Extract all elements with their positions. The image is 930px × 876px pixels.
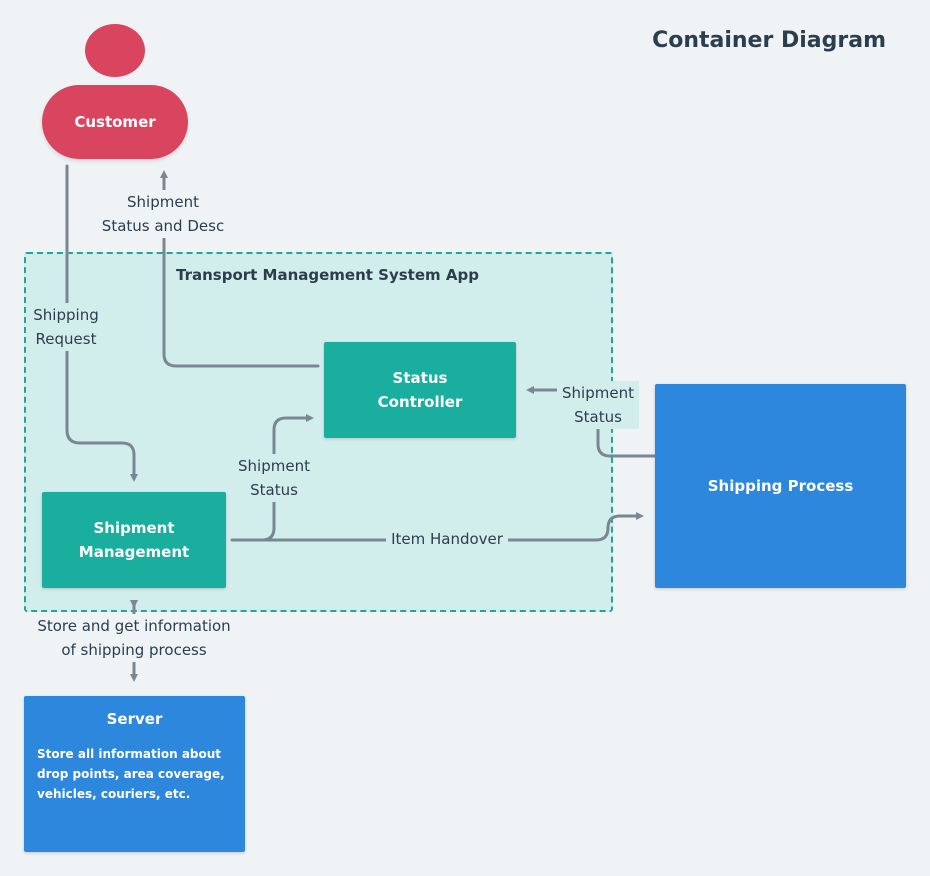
edge-label-shipping-to-status: Shipment Status — [557, 381, 639, 429]
edge-label-mgmt-to-status: Shipment Status — [232, 454, 316, 502]
shipping-process-node[interactable]: Shipping Process — [655, 384, 906, 588]
edge-shipping-to-status-controller — [526, 386, 657, 458]
diagram-title: Container Diagram — [652, 28, 886, 53]
edge-customer-to-shipment-management — [65, 164, 138, 482]
shipment-management-label: Shipment Management — [78, 519, 190, 561]
server-description: Store all information about drop points,… — [37, 747, 225, 801]
shipment-management-node[interactable]: Shipment Management — [42, 492, 226, 588]
status-controller-label: Status Controller — [377, 369, 463, 411]
edge-status-to-customer — [160, 170, 320, 368]
server-title: Server — [106, 710, 163, 728]
edge-label-status-to-customer: Shipment Status and Desc — [96, 190, 230, 238]
shipping-process-label: Shipping Process — [707, 477, 854, 495]
status-controller-node[interactable]: Status Controller — [324, 342, 516, 438]
edge-label-store-and-get: Store and get information of shipping pr… — [28, 614, 240, 662]
customer-head — [85, 24, 145, 77]
edge-label-shipping-request: Shipping Request — [28, 303, 104, 351]
system-boundary-label: Transport Management System App — [176, 266, 479, 284]
edge-label-item-handover: Item Handover — [386, 527, 508, 551]
customer-label: Customer — [74, 113, 156, 131]
server-node[interactable]: Server Store all information about drop … — [24, 696, 245, 852]
customer-node[interactable]: Customer — [42, 85, 188, 159]
edge-item-handover — [260, 512, 644, 542]
